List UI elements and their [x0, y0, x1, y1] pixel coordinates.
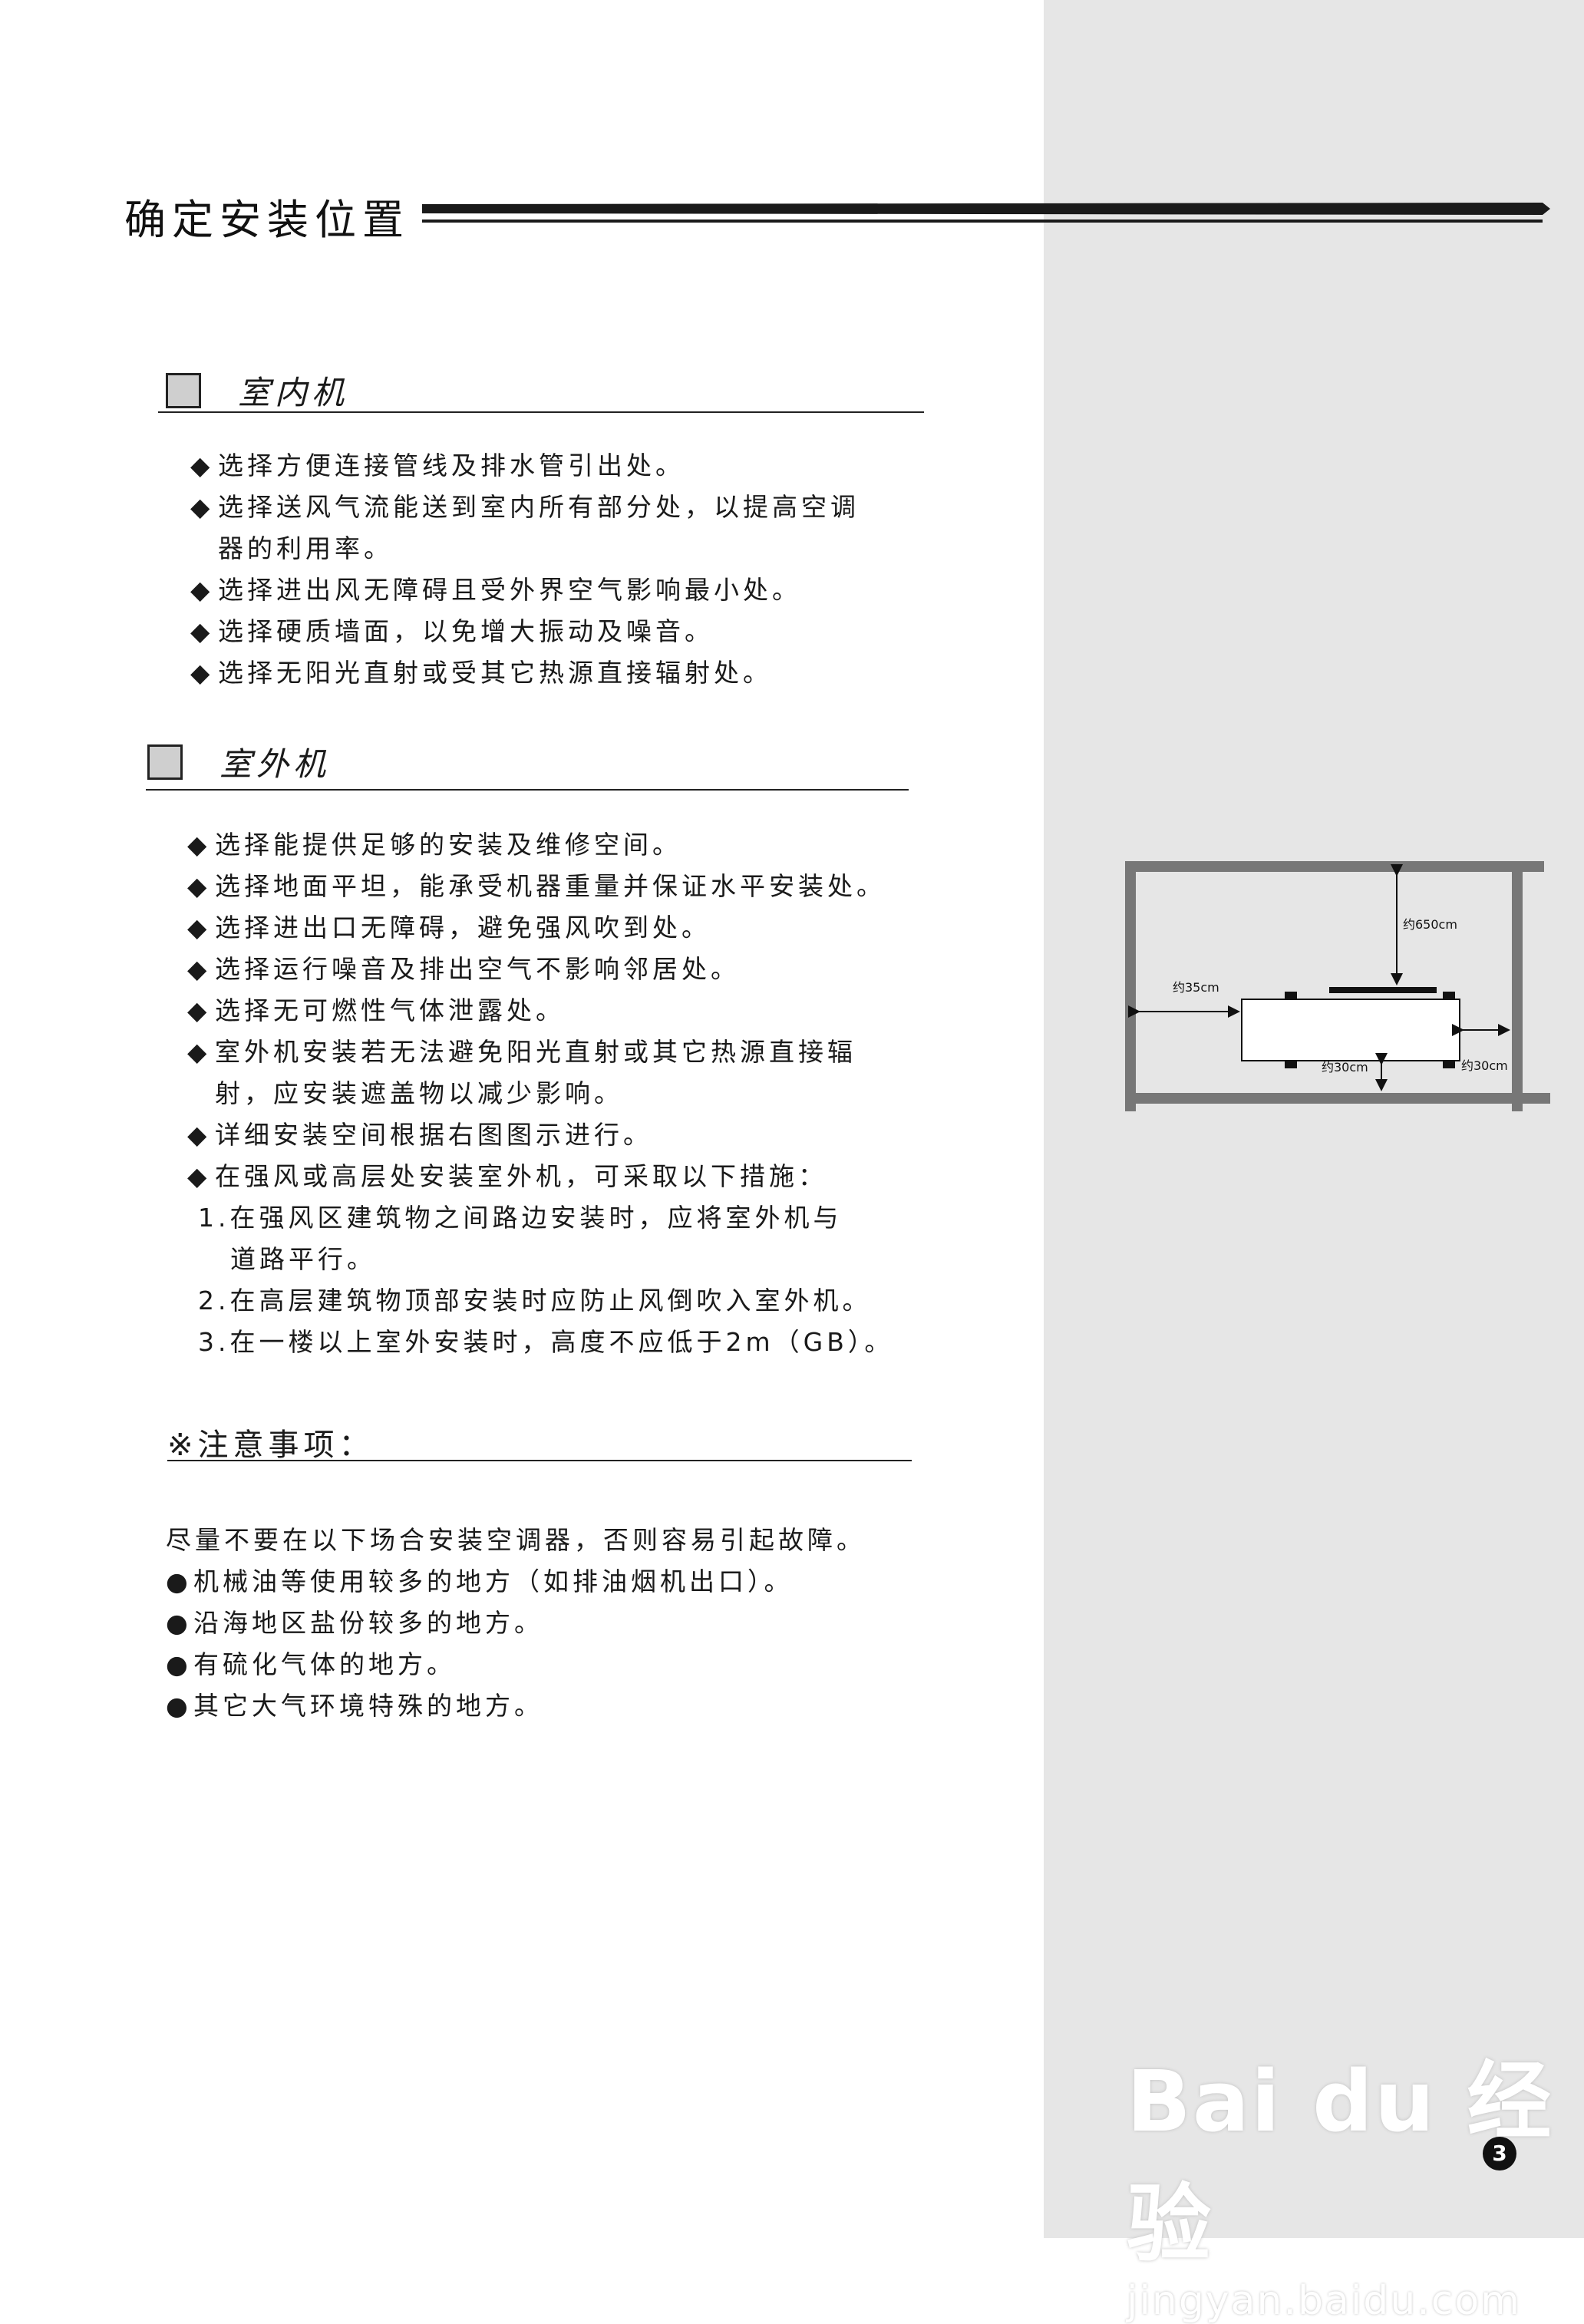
list-item-text: 选择进出口无障碍，避免强风吹到处。 [215, 913, 711, 942]
ceiling-wall [1125, 861, 1544, 872]
numbered-item: 3.在一楼以上室外安装时，高度不应低于2m（GB）。 [187, 1322, 893, 1363]
notice-intro-text: 尽量不要在以下场合安装空调器，否则容易引起故障。 [166, 1525, 866, 1555]
unit-foot [1285, 1061, 1297, 1068]
page-title: 确定安装位置 [124, 196, 410, 244]
notice-list: 尽量不要在以下场合安装空调器，否则容易引起故障。 ●机械油等使用较多的地方（如排… [166, 1520, 866, 1727]
unit-top-grille [1329, 987, 1437, 993]
list-item: ◆在强风或高层处安装室外机，可采取以下措施： [187, 1156, 893, 1197]
list-item-continuation: 器的利用率。 [190, 528, 860, 569]
left-wall [1125, 861, 1136, 1111]
outdoor-section-heading: 室外机 [147, 738, 330, 785]
list-item: ●沿海地区盐份较多的地方。 [166, 1603, 866, 1644]
list-item-text: 选择方便连接管线及排水管引出处。 [218, 451, 685, 480]
notice-heading-rule [167, 1460, 912, 1461]
numbered-item-continuation: 道路平行。 [187, 1239, 893, 1280]
list-item-text: 选择无阳光直射或受其它热源直接辐射处。 [218, 658, 772, 688]
list-item: ●机械油等使用较多的地方（如排油烟机出口）。 [166, 1561, 866, 1603]
bottom-clearance-label: 约30cm [1322, 1060, 1368, 1075]
list-item-text: 选择进出风无障碍且受外界空气影响最小处。 [218, 575, 801, 605]
indoor-heading-rule [158, 411, 924, 413]
diamond-bullet-icon: ◆ [187, 954, 211, 984]
list-item-text: 选择送风气流能送到室内所有部分处，以提高空调 [218, 492, 860, 522]
notice-heading: ※注意事项： [167, 1428, 375, 1463]
outdoor-unit [1241, 999, 1460, 1061]
diamond-bullet-icon: ◆ [187, 1120, 211, 1150]
notice-intro: 尽量不要在以下场合安装空调器，否则容易引起故障。 [166, 1520, 866, 1561]
diamond-bullet-icon: ◆ [187, 1161, 211, 1191]
list-item: ◆选择送风气流能送到室内所有部分处，以提高空调 [190, 487, 860, 528]
list-item: ◆室外机安装若无法避免阳光直射或其它热源直接辐 [187, 1032, 893, 1073]
baidu-watermark: Bai du 经验 jingyan.baidu.com [1127, 2032, 1584, 2324]
numbered-item-text: 1.在强风区建筑物之间路边安装时，应将室外机与 [198, 1203, 843, 1233]
floor [1125, 1093, 1550, 1104]
diamond-bullet-icon: ◆ [190, 616, 214, 646]
indoor-heading-text: 室内机 [238, 374, 349, 411]
round-bullet-icon: ● [166, 1566, 192, 1596]
list-item: ◆选择运行噪音及排出空气不影响邻居处。 [187, 949, 893, 990]
list-item-text: 选择硬质墙面，以免增大振动及噪音。 [218, 616, 714, 646]
list-item-text: 详细安装空间根据右图图示进行。 [215, 1120, 652, 1150]
diamond-bullet-icon: ◆ [187, 913, 211, 942]
unit-foot [1443, 992, 1455, 999]
numbered-item: 2.在高层建筑物顶部安装时应防止风倒吹入室外机。 [187, 1280, 893, 1322]
list-item-text: 器的利用率。 [218, 533, 393, 563]
square-bullet-icon [166, 372, 201, 408]
indoor-section-heading: 室内机 [166, 367, 348, 414]
list-item: ◆选择硬质墙面，以免增大振动及噪音。 [190, 611, 860, 652]
list-item-text: 射，应安装遮盖物以减少影响。 [215, 1078, 623, 1108]
diamond-bullet-icon: ◆ [187, 1037, 211, 1067]
list-item: ◆选择无可燃性气体泄露处。 [187, 990, 893, 1032]
installation-clearance-diagram: 约650cm 约35cm 约30cm 约30cm [1125, 861, 1550, 1111]
watermark-url: jingyan.baidu.com [1127, 2278, 1521, 2324]
list-item: ●其它大气环境特殊的地方。 [166, 1685, 866, 1727]
title-brush-rule [422, 203, 1550, 223]
diamond-bullet-icon: ◆ [190, 658, 214, 688]
diamond-bullet-icon: ◆ [190, 575, 214, 605]
diamond-bullet-icon: ◆ [190, 451, 214, 480]
list-item: ◆选择无阳光直射或受其它热源直接辐射处。 [190, 652, 860, 694]
diamond-bullet-icon: ◆ [187, 871, 211, 901]
round-bullet-icon: ● [166, 1649, 192, 1679]
top-clearance-label: 约650cm [1403, 917, 1457, 932]
list-item-continuation: 射，应安装遮盖物以减少影响。 [187, 1073, 893, 1114]
list-item-text: 沿海地区盐份较多的地方。 [193, 1608, 543, 1638]
list-item-text: 选择无可燃性气体泄露处。 [215, 995, 565, 1025]
numbered-item-text: 2.在高层建筑物顶部安装时应防止风倒吹入室外机。 [198, 1286, 872, 1316]
round-bullet-icon: ● [166, 1608, 192, 1638]
list-item: ◆选择进出风无障碍且受外界空气影响最小处。 [190, 569, 860, 611]
list-item: ◆选择能提供足够的安装及维修空间。 [187, 824, 893, 866]
list-item: ◆详细安装空间根据右图图示进行。 [187, 1114, 893, 1156]
page-number: 3 [1483, 2137, 1516, 2170]
right-sidebar [1044, 0, 1584, 2238]
list-item-text: 选择运行噪音及排出空气不影响邻居处。 [215, 954, 740, 984]
list-item: ◆选择进出口无障碍，避免强风吹到处。 [187, 907, 893, 949]
list-item: ◆选择方便连接管线及排水管引出处。 [190, 445, 860, 487]
diamond-bullet-icon: ◆ [187, 995, 211, 1025]
list-item-text: 选择能提供足够的安装及维修空间。 [215, 830, 681, 860]
list-item: ◆选择地面平坦，能承受机器重量并保证水平安装处。 [187, 866, 893, 907]
right-clearance-label: 约30cm [1461, 1058, 1508, 1073]
diamond-bullet-icon: ◆ [190, 492, 214, 522]
list-item-text: 选择地面平坦，能承受机器重量并保证水平安装处。 [215, 871, 886, 901]
left-clearance-label: 约35cm [1173, 980, 1219, 995]
list-item-text: 机械油等使用较多的地方（如排油烟机出口）。 [193, 1566, 794, 1596]
diamond-bullet-icon: ◆ [187, 830, 211, 860]
square-bullet-icon [147, 744, 183, 780]
list-item-text: 室外机安装若无法避免阳光直射或其它热源直接辐 [215, 1037, 856, 1067]
outdoor-heading-text: 室外机 [219, 745, 331, 783]
right-wall [1512, 861, 1523, 1111]
outdoor-heading-rule [146, 789, 909, 791]
numbered-item: 1.在强风区建筑物之间路边安装时，应将室外机与 [187, 1197, 893, 1239]
list-item: ●有硫化气体的地方。 [166, 1644, 866, 1685]
numbered-item-text: 道路平行。 [230, 1244, 376, 1274]
unit-foot [1443, 1061, 1455, 1068]
numbered-item-text: 3.在一楼以上室外安装时，高度不应低于2m（GB）。 [198, 1327, 894, 1357]
outdoor-list: ◆选择能提供足够的安装及维修空间。 ◆选择地面平坦，能承受机器重量并保证水平安装… [187, 824, 893, 1363]
indoor-list: ◆选择方便连接管线及排水管引出处。 ◆选择送风气流能送到室内所有部分处，以提高空… [190, 445, 860, 694]
round-bullet-icon: ● [166, 1691, 192, 1721]
list-item-text: 有硫化气体的地方。 [193, 1649, 456, 1679]
unit-foot [1285, 992, 1297, 999]
list-item-text: 在强风或高层处安装室外机，可采取以下措施： [215, 1161, 827, 1191]
list-item-text: 其它大气环境特殊的地方。 [193, 1691, 543, 1721]
